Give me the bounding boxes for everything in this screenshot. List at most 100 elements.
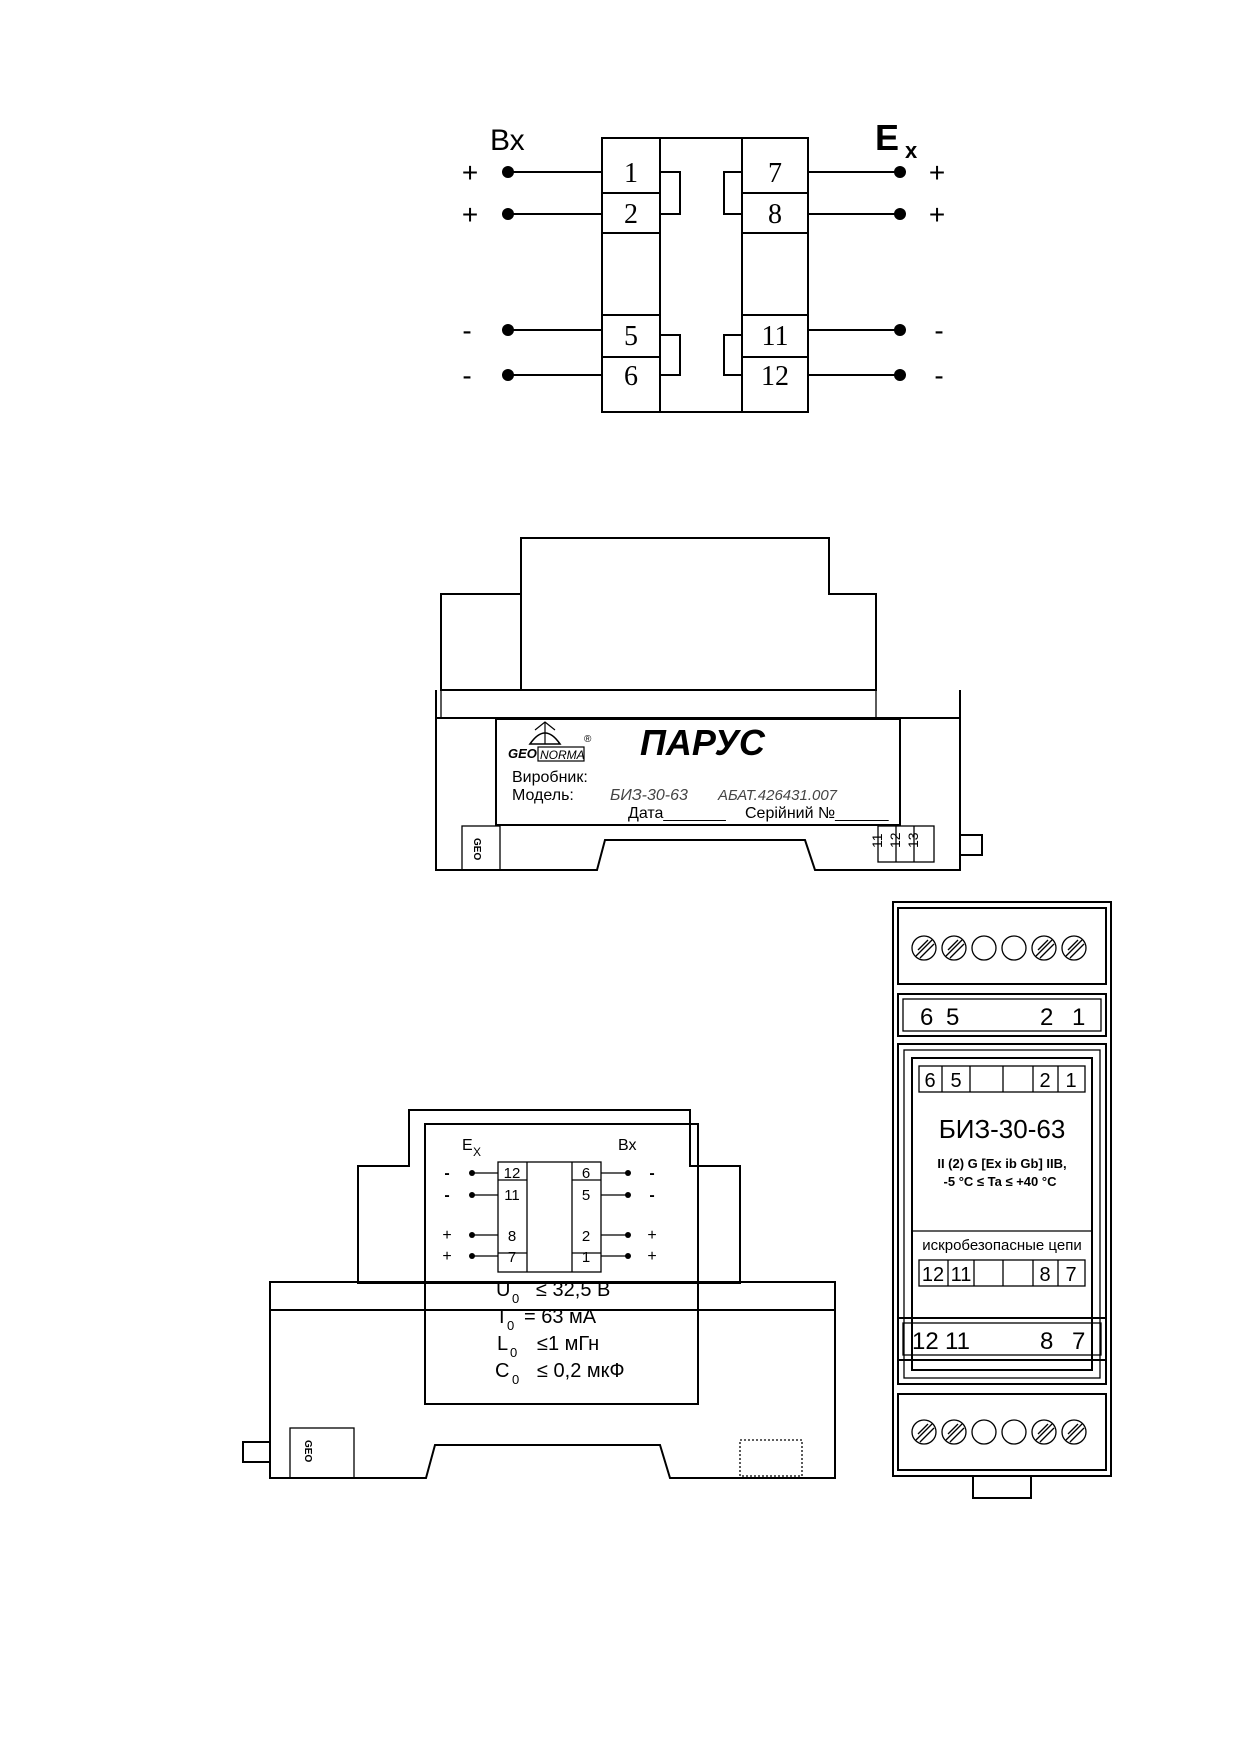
svg-text:GEO: GEO — [302, 1440, 313, 1462]
svg-text:0: 0 — [507, 1318, 514, 1333]
inner-number: 6 — [924, 1070, 935, 1092]
top-view: 6 5 2 1 6 5 2 1 БИЗ-30-63 II (2) G [Ex i… — [892, 901, 1112, 1499]
polarity-sign: + — [929, 199, 945, 230]
pin-number: 6 — [582, 1165, 590, 1182]
screw-row-bottom — [911, 1419, 1087, 1445]
polarity-sign: + — [647, 1248, 656, 1265]
side-number-tag — [877, 825, 935, 863]
side-number-tag — [739, 1439, 803, 1477]
spec-line: C 0 ≤ 0,2 мкФ — [495, 1360, 625, 1387]
terminal-number: 11 — [762, 321, 789, 352]
manufacturer-label: Виробник: — [512, 769, 588, 786]
date-label: Дата_______ — [628, 805, 727, 822]
inner-number: 5 — [950, 1070, 961, 1092]
nameplate — [495, 718, 901, 826]
polarity-sign: + — [442, 1227, 451, 1244]
svg-text:GEO: GEO — [471, 838, 482, 860]
polarity-sign: - — [649, 1165, 654, 1182]
polarity-sign: - — [934, 360, 943, 391]
input-label: Вх — [490, 124, 525, 157]
svg-text:≤ 32,5 В: ≤ 32,5 В — [536, 1279, 610, 1301]
terminal-dot — [502, 166, 514, 178]
svg-text:13: 13 — [905, 832, 921, 848]
logo-geo: GEO — [508, 746, 537, 761]
svg-text:0: 0 — [510, 1345, 517, 1360]
in-label: Вх — [618, 1137, 637, 1154]
terminal-number: 2 — [624, 199, 638, 230]
polarity-sign: - — [462, 360, 471, 391]
polarity-sign: + — [647, 1227, 656, 1244]
inner-number: 8 — [1039, 1264, 1050, 1286]
strip-number: 1 — [1072, 1004, 1085, 1031]
terminal-number: 7 — [768, 158, 782, 189]
terminal-dot — [502, 369, 514, 381]
svg-text:= 63 мА: = 63 мА — [524, 1306, 597, 1328]
housing-upper — [440, 537, 877, 691]
strip-number: 2 — [1040, 1004, 1053, 1031]
svg-text:≤1 мГн: ≤1 мГн — [537, 1333, 599, 1355]
polarity-sign: - — [462, 315, 471, 346]
pin-number: 5 — [582, 1187, 590, 1204]
product-name: ПАРУС — [640, 722, 766, 763]
serial-label: Серійний №______ — [745, 805, 890, 822]
terminal-number: 6 — [624, 361, 638, 392]
svg-text:≤ 0,2 мкФ: ≤ 0,2 мкФ — [537, 1360, 625, 1382]
strip-number: 7 — [1072, 1328, 1085, 1355]
ex-marking-2: -5 °C ≤ Ta ≤ +40 °C — [944, 1174, 1058, 1189]
terminal-number: 1 — [624, 158, 638, 189]
strip-number: 12 — [912, 1328, 939, 1355]
spec-line: L 0 ≤1 мГн — [497, 1333, 599, 1360]
terminal-dot — [894, 369, 906, 381]
terminal-dot — [502, 324, 514, 336]
inner-number: 12 — [922, 1264, 944, 1286]
pin-number: 12 — [504, 1165, 521, 1182]
svg-text:12: 12 — [887, 832, 903, 848]
doc-number: АБАТ.426431.007 — [717, 787, 838, 804]
terminal-dot — [894, 324, 906, 336]
svg-text:C: C — [495, 1360, 509, 1382]
terminal-dot — [894, 208, 906, 220]
inner-number: 1 — [1065, 1070, 1076, 1092]
terminal-number: 8 — [768, 199, 782, 230]
safe-circuits-label: искробезопасные цепи — [922, 1237, 1081, 1254]
side-logo-tag — [289, 1427, 355, 1479]
svg-text:I: I — [499, 1306, 505, 1328]
top-label — [911, 1057, 1093, 1371]
model-name: БИЗ-30-63 — [939, 1114, 1066, 1144]
side-logo-tag — [461, 825, 501, 871]
wiring-diagram: Вх E x — [462, 117, 945, 413]
back-view: E X Вх 12 11 8 7 6 5 2 1 - - + + — [242, 1109, 836, 1479]
pin-number: 8 — [508, 1228, 516, 1245]
wiring-block — [601, 137, 809, 413]
terminal-dot — [502, 208, 514, 220]
pin-number: 7 — [508, 1249, 516, 1266]
spec-line: U 0 ≤ 32,5 В — [496, 1279, 610, 1306]
back-housing-upper — [357, 1109, 741, 1284]
strip-number: 5 — [946, 1004, 959, 1031]
svg-text:U: U — [496, 1279, 510, 1301]
svg-text:®: ® — [584, 734, 592, 745]
spec-line: I 0 = 63 мА — [499, 1306, 597, 1333]
strip-number: 11 — [945, 1328, 970, 1355]
svg-text:0: 0 — [512, 1372, 519, 1387]
polarity-sign: + — [462, 157, 478, 188]
terminal-dot — [894, 166, 906, 178]
pin-number: 1 — [582, 1249, 590, 1266]
polarity-sign: - — [934, 315, 943, 346]
polarity-sign: - — [444, 1165, 449, 1182]
polarity-sign: - — [444, 1187, 449, 1204]
pin-number: 11 — [504, 1187, 520, 1204]
terminal-number: 5 — [624, 321, 638, 352]
inner-number: 2 — [1039, 1070, 1050, 1092]
inner-number: 11 — [951, 1264, 972, 1286]
logo-norma: NORMA — [540, 748, 585, 762]
model-label: Модель: — [512, 787, 574, 804]
strip-number: 6 — [920, 1004, 933, 1031]
terminal-number: 12 — [761, 361, 789, 392]
ex-marking-1: II (2) G [Ex ib Gb] IIB, — [937, 1156, 1066, 1171]
inner-number: 7 — [1065, 1264, 1076, 1286]
back-label — [424, 1123, 699, 1405]
polarity-sign: + — [442, 1248, 451, 1265]
svg-text:X: X — [473, 1145, 481, 1159]
